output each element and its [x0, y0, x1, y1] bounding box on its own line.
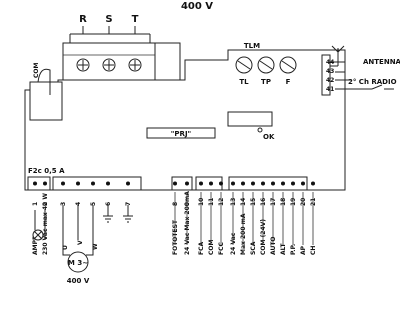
terminal-screw-19: [291, 181, 295, 186]
terminal-screw-21: [311, 181, 315, 186]
terminal-number-20: 20: [300, 198, 307, 206]
terminal-number-15: 15: [250, 198, 257, 206]
terminal-screw-5: [91, 181, 95, 186]
terminal-number-6: 6: [105, 202, 112, 206]
trimmer-group: [235, 56, 297, 74]
terminal-label-14: Max 200 mA: [240, 213, 247, 255]
com-relay: [29, 81, 63, 121]
terminal-number-19: 19: [290, 198, 297, 206]
terminal-screw-20: [301, 181, 305, 186]
terminal-screw-6: [106, 181, 110, 186]
ok-led-icon: [257, 127, 263, 133]
terminal-screw-2: [43, 181, 47, 186]
terminal-number-10: 10: [198, 198, 205, 206]
terminal-number-7: 7: [125, 202, 132, 206]
com-label: COM: [33, 62, 40, 78]
terminal-label-11: COM: [208, 239, 215, 255]
trimmer-f-label: F: [286, 78, 291, 86]
winding-w: W: [92, 243, 99, 250]
radio-switch-icon: [362, 84, 394, 90]
terminal-screw-7: [126, 181, 130, 186]
terminal-screw-14: [241, 181, 245, 186]
terminal-screw-1: [33, 181, 37, 186]
terminal-label-1: AMPR: [32, 235, 39, 255]
trimmer-tp-label: TP: [261, 78, 271, 86]
prj-label: "PRJ": [171, 130, 191, 138]
terminal-number-18: 18: [280, 198, 287, 206]
antenna-terminal-block: [321, 54, 331, 96]
phase-s-label: S: [105, 14, 112, 25]
motor-voltage: 400 V: [67, 277, 90, 285]
antenna-label: ANTENNA: [363, 58, 400, 66]
terminal-label-15: SCA: [250, 241, 257, 255]
terminal-label-20: AP: [300, 245, 307, 255]
terminal-screw-15: [251, 181, 255, 186]
pin-42: 42: [326, 77, 334, 84]
terminal-label-9: 24 Vac Max 200mA: [184, 191, 191, 255]
prj-connector: [146, 127, 216, 139]
ok-label: OK: [263, 133, 275, 141]
motor-symbol: M 3~: [68, 259, 88, 267]
terminal-screw-11: [209, 181, 213, 186]
radio-label: 2° Ch RADIO: [348, 78, 397, 86]
terminal-number-11: 11: [208, 198, 215, 206]
terminal-number-17: 17: [270, 198, 277, 206]
winding-u: U: [62, 245, 69, 250]
terminal-number-16: 16: [260, 198, 267, 206]
terminal-number-2: 2: [42, 202, 49, 206]
terminal-screw-17: [271, 181, 275, 186]
terminal-number-14: 14: [240, 198, 247, 206]
terminal-label-17: AUTO: [270, 236, 277, 255]
terminal-label-21: CH: [310, 246, 317, 255]
terminal-strip: [27, 176, 308, 191]
phase-t-label: T: [132, 14, 139, 25]
terminal-label-12: FCC: [218, 241, 225, 255]
pin-43: 43: [326, 68, 334, 75]
terminal-number-4: 4: [75, 202, 82, 206]
ground-icon: [103, 205, 113, 223]
trimmer-tl-label: TL: [239, 78, 249, 86]
supply-bracket: [69, 26, 151, 43]
terminal-label-19: P.P.: [290, 244, 297, 255]
ok-component: [227, 111, 273, 127]
phase-r-label: R: [79, 14, 87, 25]
terminal-number-8: 8: [172, 202, 179, 206]
terminal-screw-4: [76, 181, 80, 186]
terminal-number-13: 13: [230, 198, 237, 206]
terminal-label-13: 24 Vac: [230, 232, 237, 255]
power-screws: [76, 58, 142, 72]
terminal-label-16: COM (24V): [260, 219, 267, 255]
terminal-number-1: 1: [32, 202, 39, 206]
terminal-screw-9: [185, 181, 189, 186]
ground-icon: [123, 205, 133, 223]
terminal-screw-10: [199, 181, 203, 186]
terminal-number-3: 3: [60, 202, 67, 206]
motor-icon: [67, 251, 89, 273]
terminal-screw-3: [61, 181, 65, 186]
terminal-screw-13: [231, 181, 235, 186]
terminal-number-12: 12: [218, 198, 225, 206]
fuse-label: F2c 0,5 A: [28, 167, 65, 175]
terminal-number-5: 5: [90, 202, 97, 206]
terminal-screws: [33, 181, 315, 186]
winding-v: V: [77, 240, 84, 245]
pin-44: 44: [326, 59, 334, 66]
terminal-screw-18: [281, 181, 285, 186]
terminal-screw-8: [173, 181, 177, 186]
pin-41: 41: [326, 86, 334, 93]
terminal-number-9: 9: [184, 202, 191, 206]
terminal-screw-16: [261, 181, 265, 186]
terminal-label-18: ALT: [280, 243, 287, 255]
tlm-label: TLM: [244, 42, 260, 50]
terminal-label-8: FOTOTEST: [172, 219, 179, 255]
supply-voltage-label: 400 V: [181, 1, 213, 12]
terminal-number-21: 21: [310, 198, 317, 206]
terminal-screw-12: [219, 181, 223, 186]
terminal-label-10: FCA: [198, 241, 205, 255]
